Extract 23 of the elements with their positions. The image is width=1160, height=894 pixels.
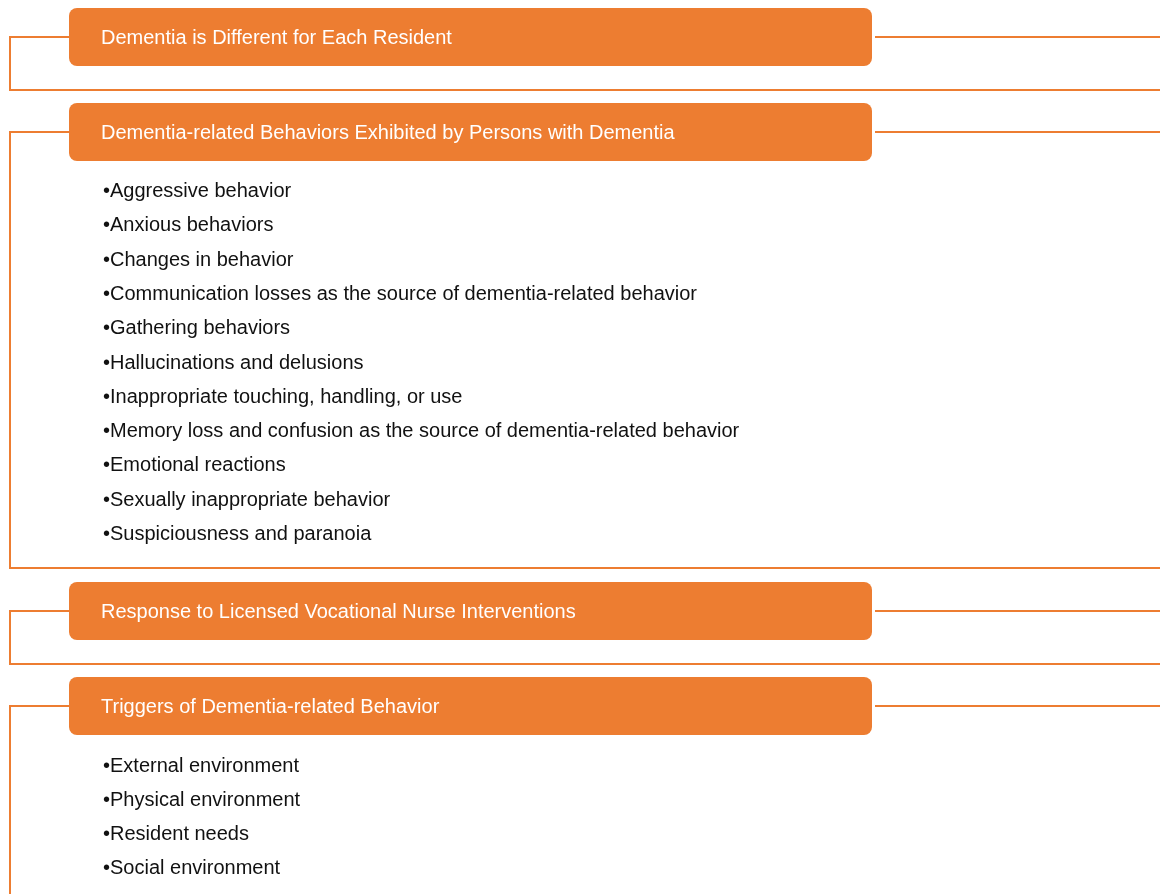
bullet-item: •Gathering behaviors: [103, 315, 291, 340]
bullet-item: •Inappropriate touching, handling, or use: [103, 383, 463, 408]
bullet-item: •Resident needs: [103, 821, 249, 846]
bullet-item: •Changes in behavior: [103, 246, 294, 271]
section-header: [69, 582, 872, 640]
bullet-item: •Sexually inappropriate behavior: [103, 486, 391, 511]
bullet-item: •Communication losses as the source of dementia-related behavior: [103, 280, 697, 305]
bullet-item: •Social environment: [103, 855, 281, 880]
bullet-item: •Physical environment: [103, 787, 301, 812]
section-header: [69, 8, 872, 66]
header-text: Dementia-related Behaviors Exhibited by Persons with Dementia: [101, 120, 675, 144]
bullet-item: •External environment: [103, 753, 299, 777]
section-header: [69, 677, 872, 735]
header-text: Dementia is Different for Each Resident: [101, 25, 452, 49]
bullet-item: •Anxious behaviors: [103, 212, 274, 237]
bullet-item: •Emotional reactions: [103, 452, 286, 477]
bullet-item: •Aggressive behavior: [103, 178, 292, 202]
bullet-item: •Suspiciousness and paranoia: [103, 521, 372, 545]
bullet-item: •Memory loss and confusion as the source of dementia-related behavior: [103, 418, 740, 443]
header-text: Triggers of Dementia-related Behavior: [101, 694, 440, 718]
header-text: Response to Licensed Vocational Nurse Interventions: [101, 599, 576, 623]
bullet-item: •Hallucinations and delusions: [103, 349, 364, 374]
section-header: [69, 103, 872, 161]
